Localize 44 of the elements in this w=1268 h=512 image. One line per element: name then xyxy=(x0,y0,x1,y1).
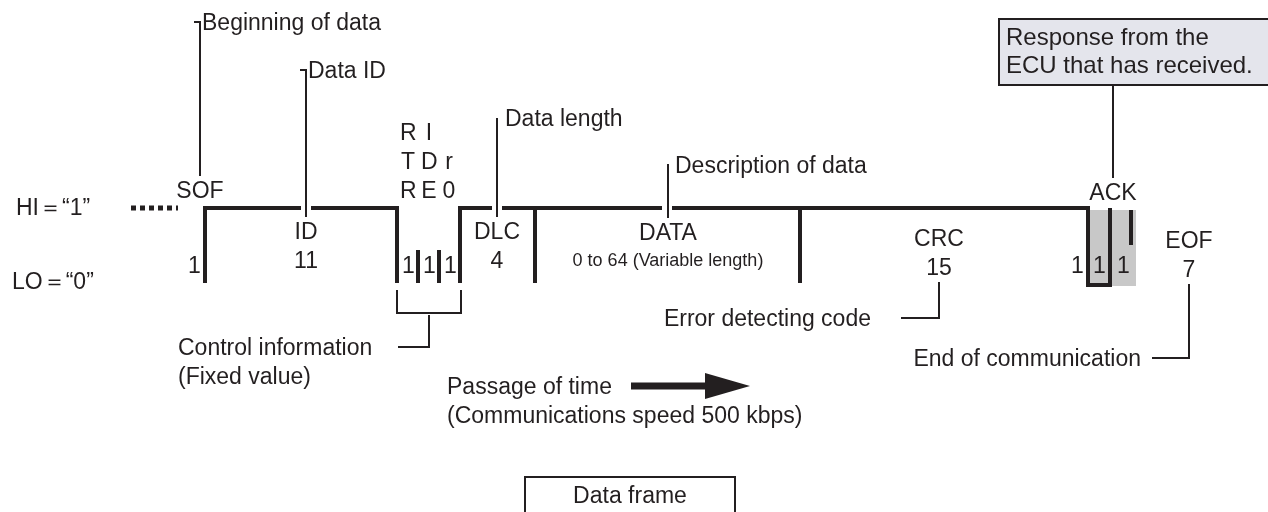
bit-count: 1 xyxy=(402,251,415,279)
field-label: CRC xyxy=(913,224,965,253)
callout-text: Response from the ECU that has received. xyxy=(1006,23,1253,78)
callout-text: Error detecting code xyxy=(663,305,871,331)
leader-line xyxy=(1151,283,1190,359)
callout-text: Data length xyxy=(505,105,623,131)
bit-count: 1 xyxy=(1071,251,1084,279)
note-text: Passage of time xyxy=(447,372,612,400)
bit-count: 1 xyxy=(1093,251,1106,279)
bit-count: 1 xyxy=(1117,251,1130,279)
level-label: LO＝“0” xyxy=(12,267,94,295)
caption-box: Data frame xyxy=(524,476,736,512)
callout-text: Beginning of data xyxy=(202,9,382,35)
leader-line xyxy=(900,281,940,319)
field-label: DATA xyxy=(638,218,698,247)
level-label: HI＝“1” xyxy=(16,193,91,221)
signal-name: r0 xyxy=(441,147,457,205)
bit-count: 1 xyxy=(188,251,201,279)
leader-line xyxy=(397,314,430,348)
callout-text: Control information (Fixed value) xyxy=(178,334,373,389)
field-label: EOF xyxy=(1164,226,1214,255)
bit-count: 1 xyxy=(444,251,457,279)
bit-count: 1 xyxy=(423,251,436,279)
bit-count: 7 xyxy=(1181,255,1197,284)
bit-count: 0 to 64 (Variable length) xyxy=(571,249,765,272)
leader-line xyxy=(299,69,307,218)
callout-text: Description of data xyxy=(675,152,867,178)
field-label: ID xyxy=(293,217,319,246)
callout-text: End of communication xyxy=(913,345,1141,371)
callout-box xyxy=(998,18,1268,86)
signal-name: RTR xyxy=(400,118,416,205)
field-label: ACK xyxy=(1089,178,1137,207)
leader-line xyxy=(666,164,669,219)
signal-name: IDE xyxy=(421,118,437,205)
bit-count: 4 xyxy=(489,246,505,275)
bit-count: 15 xyxy=(925,253,953,282)
callout-text: Data ID xyxy=(308,57,386,83)
field-label: SOF xyxy=(175,176,225,205)
leader-line xyxy=(1112,85,1114,179)
field-label: DLC xyxy=(473,217,521,246)
leader-line xyxy=(496,117,498,218)
note-text: (Communications speed 500 kbps) xyxy=(447,401,803,429)
leader-line xyxy=(193,21,201,177)
bit-count: 11 xyxy=(293,246,319,275)
